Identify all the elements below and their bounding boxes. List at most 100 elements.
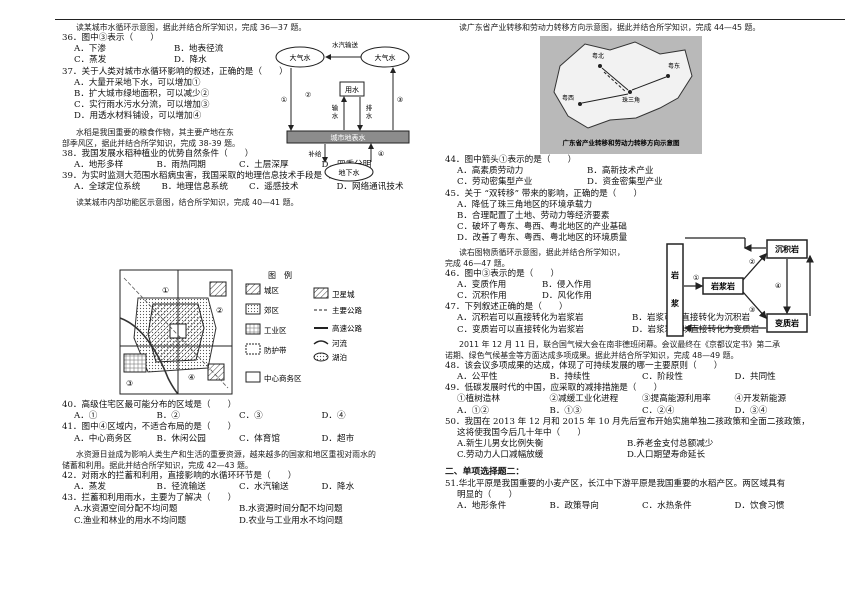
question-46: 46．图中③表示的是（ ）: [445, 268, 560, 279]
option: C．③: [239, 411, 263, 422]
option: C.渔业和林业的用水不均问题: [74, 515, 187, 526]
legend-lake-swatch: [313, 352, 329, 362]
question-36: 36．图中③表示（ ）: [62, 33, 159, 43]
drain-label-1: 排: [366, 103, 373, 112]
option: A．地形条件: [457, 501, 507, 512]
option: A．①②: [457, 405, 489, 416]
legend-cbd-swatch: [245, 371, 261, 383]
question-47: 47．下列叙述正确的是（ ）: [445, 302, 568, 313]
option: A．下渗: [74, 44, 106, 55]
arrow-prd-west: [581, 93, 629, 104]
legend-industrial-swatch: [245, 323, 261, 335]
right-column-mid: 44．图中箭头①表示的是（ ） A．高素质劳动力 B．高新技术产业 C．劳动密集…: [445, 155, 850, 512]
label-3: ③: [397, 96, 403, 104]
option: ③提高能源利用率: [642, 394, 711, 405]
option: C．变质岩可以直接转化为岩浆岩: [457, 324, 584, 335]
intake-label-2: 水: [332, 111, 339, 120]
question-50b: 这将使我国今后几十年中（ ）: [457, 428, 586, 439]
legend-suburb: 郊区: [264, 305, 279, 315]
question-49: 49．低碳发展时代的中国，应采取的减排措施是（ ）: [445, 383, 663, 394]
option: B．侵入作用: [542, 279, 592, 290]
igneous-label: 岩浆岩: [710, 281, 735, 291]
option: A.新生儿男女比例失衡: [457, 439, 544, 450]
option: B．扩大城市绿地面积，可以减少②: [74, 89, 210, 100]
options-46a: A．变质作用 B．侵入作用: [445, 280, 627, 291]
intro-48-49a: 2011 年 12 月 11 日，联合国气候大会在南非德班闭幕。会议最终在《京都…: [459, 339, 780, 349]
legend-satellite-swatch: [313, 287, 329, 299]
option: A．沉积岩可以直接转化为岩浆岩: [457, 313, 584, 324]
urban-water-cycle-diagram: 大气水 大气水 水汽输送 ① ③ 用水 输 水 排 水 城市地表水 补给 ④ 地…: [275, 40, 410, 182]
guangdong-transfer-map: 粤北 粤东 粤西 珠三角 广东省产业转移和劳动力转移方向示意图: [540, 36, 702, 154]
sedimentary-box: [766, 239, 808, 259]
vapor-label: 水汽输送: [332, 40, 359, 49]
rock-label-3: ③: [749, 306, 755, 314]
water-use-box: [339, 81, 365, 97]
option: D.农业与工业用水不均问题: [239, 515, 343, 526]
options-44b: C．劳动密集型产业 D．资金密集型产业: [445, 177, 717, 188]
options-51: A．地形条件 B．政策导向 C．水热条件 D．饮食习惯: [445, 501, 827, 512]
groundwater-ellipse: [324, 162, 374, 182]
option: D．资金密集型产业: [587, 177, 663, 188]
option: B．合理配置了土地、劳动力等经济要素: [457, 211, 610, 222]
question-39: 39．为实时监测大范围水稻病虫害，我国采取的地理信息技术手段是（ ）: [62, 171, 357, 182]
west-node: [578, 102, 582, 106]
rock-cycle-diagram: 岩 浆 岩浆岩 沉积岩 变质岩 ① ② ③ ④: [666, 237, 814, 337]
options-36: A．下渗 B．地表径流: [62, 44, 274, 55]
option: C．土层深厚: [239, 159, 289, 170]
label-4: ④: [378, 150, 384, 158]
option: A．①: [74, 411, 98, 422]
atmosphere-left-ellipse: [275, 46, 325, 68]
option: D．④: [321, 411, 346, 422]
groundwater-label: 地下水: [339, 168, 360, 177]
option: A．公平性: [457, 372, 498, 383]
option: C.劳动力人口减幅放缓: [457, 450, 544, 461]
question-38: 38．我国发展水稻种植业的优势自然条件（ ）: [62, 148, 254, 159]
option: ④开发新能源: [734, 394, 787, 405]
rock-label-4: ④: [775, 282, 781, 290]
sedimentary-label: 沉积岩: [775, 244, 799, 254]
rock-label-1: ①: [693, 274, 699, 282]
section-header: 二、单项选择题二：: [445, 466, 525, 477]
option: B.水资源时间分配不均问题: [239, 504, 343, 515]
drain-label-2: 水: [366, 111, 373, 120]
option: D．饮食习惯: [734, 501, 785, 512]
legend-title: 图 例: [268, 270, 292, 280]
legend-river-swatch: [313, 340, 329, 345]
option: C．破坏了粤东、粤西、粤北地区的产业基础: [457, 222, 627, 233]
river-line: [119, 317, 179, 395]
rock-label-2: ②: [749, 258, 755, 266]
option: B．雨热同期: [156, 159, 206, 170]
options-43b: C.渔业和林业的用水不均问题 D.农业与工业用水不均问题: [62, 516, 404, 527]
option: B．高新技术产业: [587, 166, 654, 177]
options-49: ①植树造林 ②减缓工业化进程 ③提高能源利用率 ④开发新能源: [445, 394, 827, 405]
top-rule: [55, 19, 845, 20]
city-function-map: ① ② ③ ④ 图 例 城区 卫星城 郊区 主要公路 工业区 高速公路 防护带 …: [119, 269, 362, 395]
option: B．休闲公园: [156, 433, 206, 444]
legend-highway: 高速公路: [332, 323, 362, 333]
map-label-4: ④: [188, 373, 195, 382]
option: B．持续性: [549, 372, 591, 383]
option: D．共同性: [734, 372, 776, 383]
urban-surface-water-bar: [286, 130, 410, 144]
option: C．实行雨水污水分流，可以增加③: [74, 100, 210, 111]
legend-greenbelt-swatch: [245, 343, 261, 355]
legend-greenbelt: 防护带: [264, 345, 287, 355]
intake-label-1: 输: [332, 103, 339, 112]
map-title: 广东省产业转移和劳动力转移方向示意图: [563, 138, 681, 147]
option: B.养老金支付总额减少: [627, 439, 714, 450]
north-node: [598, 64, 602, 68]
legend-river: 河流: [332, 338, 347, 348]
option: A．变质作用: [457, 279, 507, 290]
question-48: 48．该会议多项成果的达成，体现了可持续发展的哪一主要原则（ ）: [445, 360, 723, 371]
option: A．大量开采地下水，可以增加①: [74, 77, 201, 88]
options-47a: A．沉积岩可以直接转化为岩浆岩 B．岩浆可以直接转化为沉积岩: [445, 313, 807, 324]
left-column: 读某城市水循环示意图，据此并结合所学知识，完成 36—37 题。 36．图中③表…: [62, 22, 434, 208]
option: ①植树造林: [457, 394, 500, 405]
intro-46-47b: 完成 46—47 题。: [445, 258, 510, 268]
map-label-2: ②: [216, 306, 223, 315]
option: D．③④: [734, 405, 768, 416]
guangdong-outline: [553, 41, 693, 129]
metamorphic-label: 变质岩: [775, 318, 799, 328]
option: C．体育馆: [239, 433, 280, 444]
